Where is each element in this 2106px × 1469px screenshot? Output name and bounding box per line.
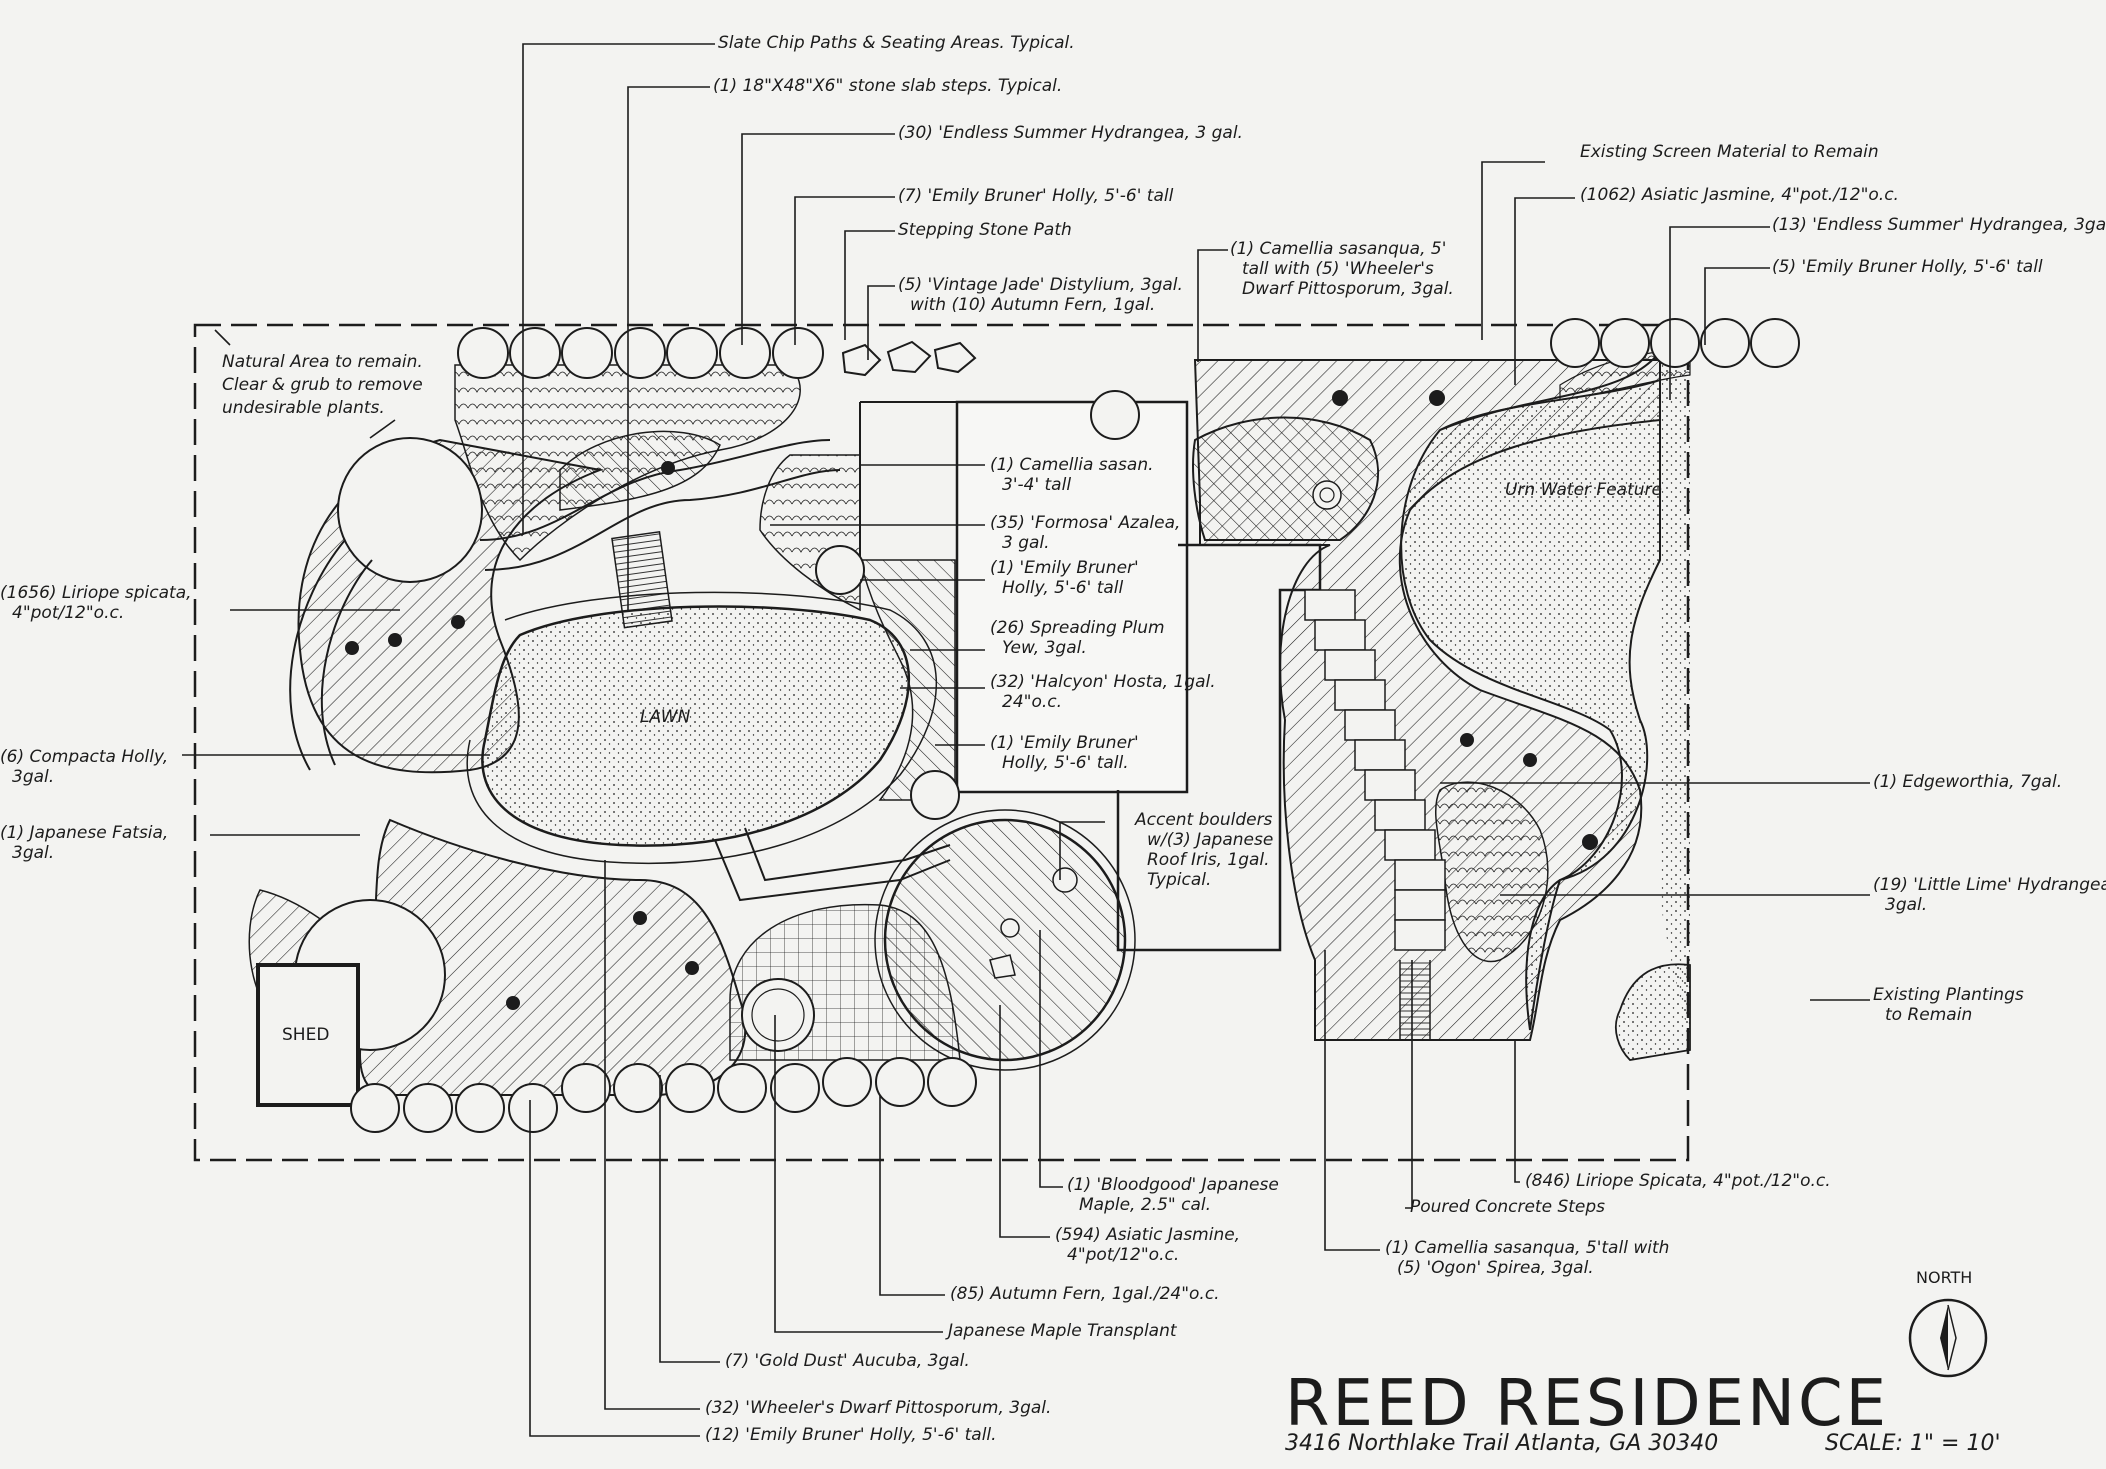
urn-label: Urn Water Feature [1505,480,1662,500]
callout-camellia5-line-3: Dwarf Pittosporum, 3gal. [1242,279,1454,299]
callout-jasmine594-line-1: (594) Asiatic Jasmine, [1055,1225,1240,1245]
callout-compacta-line-1: (6) Compacta Holly, [0,747,168,767]
callout-camellia_ogon-line-2: (5) 'Ogon' Spirea, 3gal. [1397,1258,1594,1278]
callout-holly5r-line-1: (5) 'Emily Bruner Holly, 5'-6' tall [1772,257,2043,277]
callout-bloodgood-line-2: Maple, 2.5" cal. [1079,1195,1211,1215]
natural-area-line-3: undesirable plants. [222,398,385,418]
callout-concrete-line-1: Poured Concrete Steps [1410,1197,1605,1217]
callout-littlelime-line-1: (19) 'Little Lime' Hydrangea, [1873,875,2106,895]
shrub-row [350,318,1800,1133]
callout-boulders-line-3: Roof Iris, 1gal. [1147,850,1270,870]
natural-area-note: Natural Area to remain. Clear & grub to … [214,329,423,439]
callout-azalea-line-2: 3 gal. [1002,533,1050,553]
callout-labels: Slate Chip Paths & Seating Areas. Typica… [0,33,2106,1445]
stepping-stones [841,340,977,377]
tree-dots [345,390,1598,1010]
project-title: REED RESIDENCE [1285,1367,1889,1441]
callout-camellia34-line-2: 3'-4' tall [1002,475,1071,495]
callout-aucuba-line-1: (7) 'Gold Dust' Aucuba, 3gal. [725,1351,970,1371]
callout-screen-line-1: Existing Screen Material to Remain [1580,142,1879,162]
callout-holly1a-line-2: Holly, 5'-6' tall [1002,578,1124,598]
north-arrow-icon [1908,1298,1988,1378]
callout-holly7-line-1: (7) 'Emily Bruner' Holly, 5'-6' tall [898,186,1174,206]
callout-hosta-line-1: (32) 'Halcyon' Hosta, 1gal. [990,672,1216,692]
shed-label: SHED [282,1025,329,1045]
house-footprint [859,400,1322,952]
callout-holly12-line-1: (12) 'Emily Bruner' Holly, 5'-6' tall. [705,1425,997,1445]
callout-stoneslab-line-1: (1) 18"X48"X6" stone slab steps. Typical… [713,76,1062,96]
lawn-label: LAWN [640,707,691,727]
callout-fatsia-line-1: (1) Japanese Fatsia, [0,823,168,843]
right-garden: Urn Water Feature [1192,330,1691,1061]
natural-area-line-2: Clear & grub to remove [222,375,423,395]
callout-camellia_ogon-line-1: (1) Camellia sasanqua, 5'tall with [1385,1238,1669,1258]
shed [256,963,360,1107]
callout-fatsia-line-2: 3gal. [12,843,54,863]
callout-boulders-line-1: Accent boulders [1134,810,1273,830]
callout-azalea-line-1: (35) 'Formosa' Azalea, [990,513,1180,533]
callout-holly1b-line-1: (1) 'Emily Bruner' [990,733,1139,753]
callout-existingplant-line-2: to Remain [1885,1005,1972,1025]
maple-circle [874,809,1136,1071]
callout-compacta-line-2: 3gal. [12,767,54,787]
title-block: REED RESIDENCE 3416 Northlake Trail Atla… [1285,1268,2001,1456]
callout-camellia34-line-1: (1) Camellia sasan. [990,455,1154,475]
callout-bloodgood-line-1: (1) 'Bloodgood' Japanese [1067,1175,1279,1195]
callout-liriope846-line-1: (846) Liriope Spicata, 4"pot./12"o.c. [1525,1171,1831,1191]
callout-holly1b-line-2: Holly, 5'-6' tall. [1002,753,1129,773]
callout-liriope1656-line-1: (1656) Liriope spicata, [0,583,192,603]
callout-hydrangea30-line-1: (30) 'Endless Summer Hydrangea, 3 gal. [898,123,1243,143]
callout-yew-line-1: (26) Spreading Plum [990,618,1165,638]
callout-hosta-line-2: 24"o.c. [1002,692,1062,712]
callout-pittosporum32-line-1: (32) 'Wheeler's Dwarf Pittosporum, 3gal. [705,1398,1051,1418]
leader-lines [182,43,1870,1437]
concrete-steps [1304,589,1446,951]
callout-maple_transplant-line-1: Japanese Maple Transplant [945,1321,1178,1341]
callout-edgeworthia-line-1: (1) Edgeworthia, 7gal. [1873,772,2062,792]
scale-label: SCALE: 1" = 10' [1825,1431,2001,1456]
callout-liriope1656-line-2: 4"pot/12"o.c. [12,603,124,623]
callout-yew-line-2: Yew, 3gal. [1002,638,1087,658]
natural-area-line-1: Natural Area to remain. [222,352,423,372]
callout-slate-line-1: Slate Chip Paths & Seating Areas. Typica… [718,33,1075,53]
callout-distylium-line-1: (5) 'Vintage Jade' Distylium, 3gal. [898,275,1183,295]
callout-boulders-line-4: Typical. [1147,870,1211,890]
callout-littlelime-line-2: 3gal. [1885,895,1927,915]
callout-fern85-line-1: (85) Autumn Fern, 1gal./24"o.c. [950,1284,1220,1304]
callout-stepping-line-1: Stepping Stone Path [898,220,1072,240]
callout-holly1a-line-1: (1) 'Emily Bruner' [990,558,1139,578]
callout-boulders-line-2: w/(3) Japanese [1147,830,1273,850]
callout-existingplant-line-1: Existing Plantings [1873,985,2024,1005]
callout-jasmine1062-line-1: (1062) Asiatic Jasmine, 4"pot./12"o.c. [1580,185,1899,205]
property-line [193,323,1690,1162]
callout-jasmine594-line-2: 4"pot/12"o.c. [1067,1245,1179,1265]
callout-camellia5-line-2: tall with (5) 'Wheeler's [1242,259,1434,279]
north-label: NORTH [1916,1268,1972,1287]
callout-distylium-line-2: with (10) Autumn Fern, 1gal. [910,295,1155,315]
callout-hydrangea13-line-1: (13) 'Endless Summer' Hydrangea, 3gal. [1772,215,2106,235]
project-address: 3416 Northlake Trail Atlanta, GA 30340 [1285,1431,1718,1456]
left-garden: LAWN SHED [248,364,961,1107]
callout-camellia5-line-1: (1) Camellia sasanqua, 5' [1230,239,1446,259]
